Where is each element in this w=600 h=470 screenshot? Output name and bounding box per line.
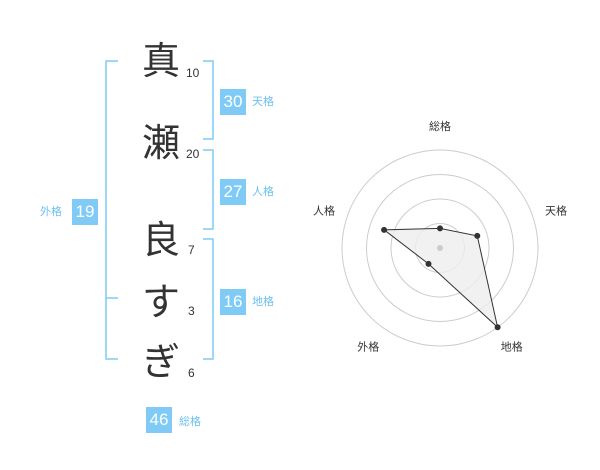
- radar-point-5: [381, 226, 388, 233]
- name-char-1: 真: [142, 39, 181, 83]
- chikaku-badge: 16: [220, 289, 246, 315]
- radar-point-3: [494, 324, 501, 331]
- name-char-3: 良: [142, 218, 181, 262]
- tenkaku-badge: 30: [220, 89, 246, 115]
- name-char-5: ぎ: [142, 340, 181, 384]
- tenkaku-label: 天格: [252, 95, 274, 108]
- radar-center-dot: [437, 245, 443, 251]
- radar-axis-label-5: 人格: [313, 203, 335, 217]
- chikaku-bracket: [203, 238, 214, 360]
- radar-axis-label-2: 天格: [545, 203, 567, 217]
- gaikaku-label: 外格: [40, 205, 62, 218]
- soukaku-label: 総格: [179, 415, 201, 428]
- gaikaku-badge: 19: [72, 199, 98, 225]
- jinkaku-badge: 27: [220, 179, 246, 205]
- stroke-count-4: 3: [188, 304, 195, 318]
- radar-point-1: [437, 225, 443, 232]
- jinkaku-label: 人格: [252, 185, 274, 198]
- radar-ring-2: [390, 198, 490, 298]
- radar-point-4: [425, 260, 432, 267]
- name-char-2: 瀬: [142, 121, 181, 165]
- stroke-count-3: 7: [188, 243, 195, 257]
- soukaku-badge: 46: [146, 407, 172, 433]
- stroke-count-1: 10: [186, 66, 200, 80]
- jinkaku-bracket: [203, 149, 214, 230]
- gaikaku-bracket: [105, 60, 118, 360]
- radar-axis-label-4: 外格: [357, 340, 379, 354]
- name-char-4: す: [142, 280, 181, 324]
- radar-data-polygon: [382, 227, 499, 329]
- radar-ring-3: [366, 174, 514, 322]
- stroke-count-2: 20: [186, 147, 200, 161]
- tenkaku-bracket: [203, 60, 214, 140]
- stroke-count-5: 6: [188, 366, 195, 380]
- radar-axis-label-1: 総格: [429, 119, 451, 133]
- chikaku-label: 地格: [252, 295, 274, 308]
- radar-axis-label-3: 地格: [501, 340, 523, 354]
- radar-point-2: [474, 232, 481, 239]
- radar-ring-4: [341, 149, 539, 347]
